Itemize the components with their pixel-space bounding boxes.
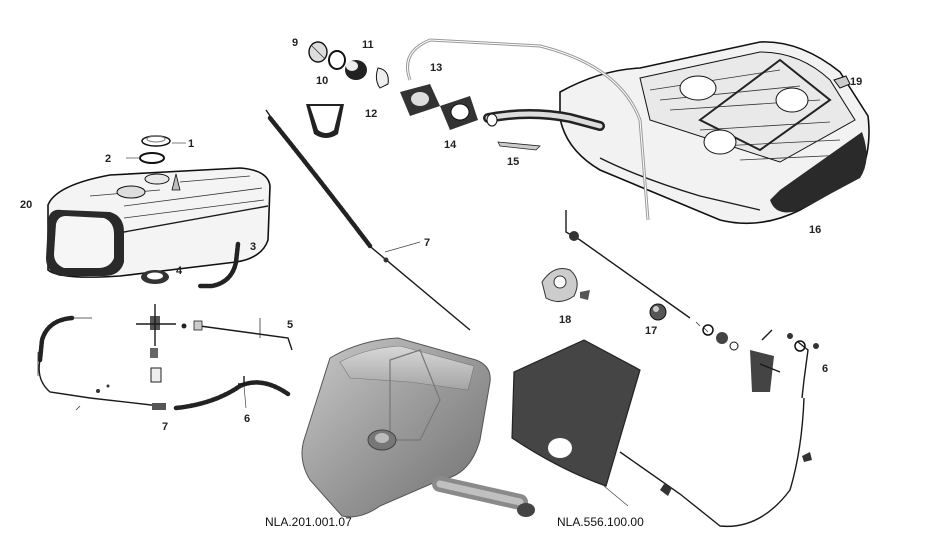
part-labels: 1 2 3 4 5 6 6 7 7 9 10 11 12 13 14 15 16… — [20, 37, 862, 433]
float-17 — [649, 303, 667, 321]
part-label-13: 13 — [430, 62, 442, 74]
part-label-18: 18 — [559, 314, 571, 326]
clip-19 — [833, 75, 851, 89]
part-label-6-left: 6 — [244, 413, 250, 425]
part-label-12: 12 — [365, 108, 377, 120]
right-fuel-tank — [559, 41, 870, 225]
tank-seal-ring — [141, 270, 169, 284]
filler-pipe-assembly — [483, 109, 605, 131]
part-label-10: 10 — [316, 75, 328, 87]
filler-gasket — [139, 152, 165, 164]
cap-9 — [308, 41, 328, 63]
fuel-sender-rod — [565, 210, 709, 333]
part-number-mat[interactable]: NLA.556.100.00 — [557, 515, 644, 529]
left-fuel-tank — [46, 167, 271, 278]
filler-cap-ring — [141, 135, 171, 147]
part-label-9: 9 — [292, 37, 298, 49]
part-label-4: 4 — [176, 265, 183, 277]
part-label-5: 5 — [287, 319, 293, 331]
drain-hose-3 — [197, 241, 241, 289]
part-number-tank[interactable]: NLA.201.001.07 — [265, 515, 352, 529]
part-label-14: 14 — [444, 139, 457, 151]
right-fuel-tap — [702, 324, 819, 399]
part-label-19: 19 — [850, 76, 862, 88]
cap-11 — [345, 60, 367, 80]
fuel-tap-valve — [136, 304, 203, 383]
fuel-gauge-cable — [265, 109, 471, 331]
part-label-11: 11 — [362, 39, 374, 51]
replacement-fuel-tank[interactable] — [301, 337, 535, 518]
part-label-2: 2 — [105, 153, 111, 165]
right-fuel-line — [619, 397, 805, 528]
part-label-6-right: 6 — [822, 363, 828, 375]
part-label-3: 3 — [250, 241, 256, 253]
part-label-7-center: 7 — [424, 237, 430, 249]
part-label-17: 17 — [645, 325, 657, 337]
gasket-14 — [440, 96, 478, 130]
part-label-7-left: 7 — [162, 421, 168, 433]
clip-15 — [497, 141, 541, 151]
part-label-16: 16 — [809, 224, 821, 236]
strap-bracket — [306, 104, 344, 138]
fuel-line-assembly-left — [37, 315, 293, 411]
part-label-1: 1 — [188, 138, 194, 150]
tank-insulation-mat[interactable] — [511, 339, 641, 487]
clip-12 — [375, 67, 389, 89]
sender-gasket-18 — [541, 268, 590, 302]
part-label-15: 15 — [507, 156, 519, 168]
leader-lines — [126, 142, 629, 507]
part-label-20: 20 — [20, 199, 32, 211]
gasket-10 — [328, 50, 346, 70]
sender-flange-13 — [400, 84, 440, 116]
